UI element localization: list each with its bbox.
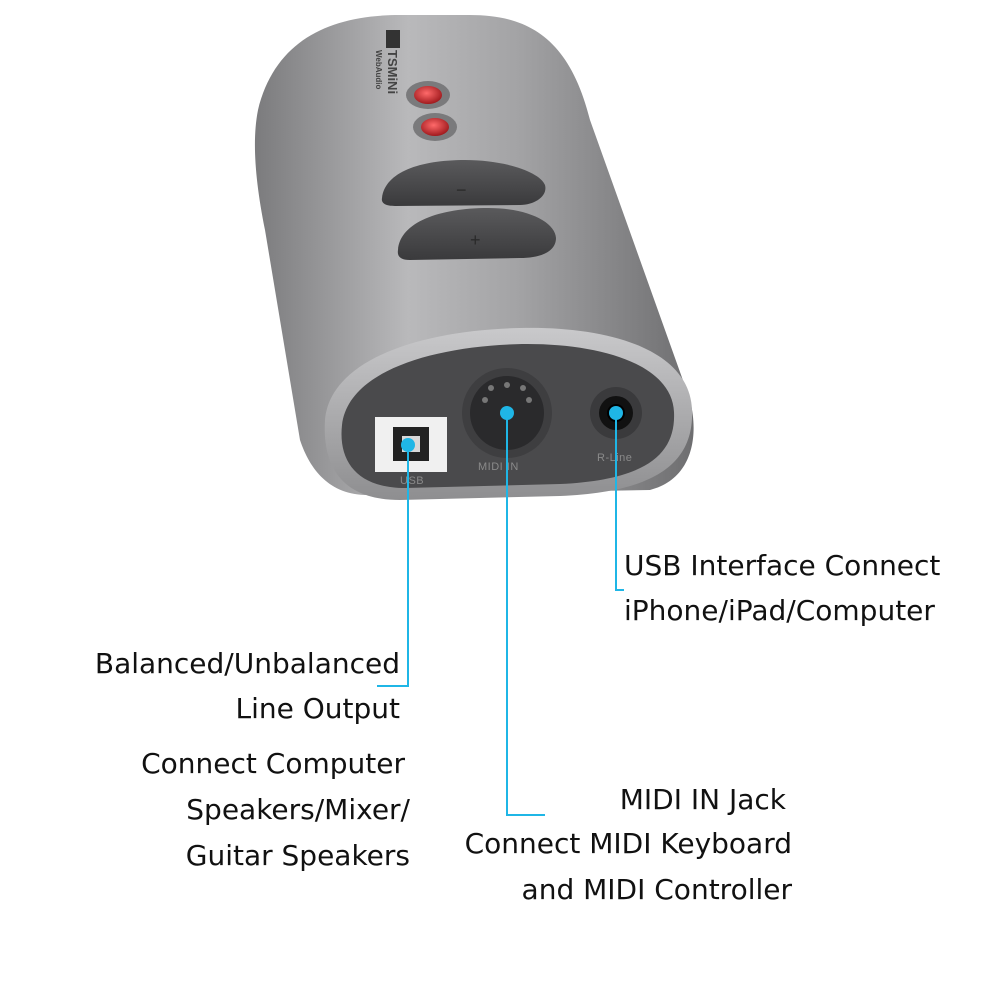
callout-line-output-line1: Balanced/Unbalanced <box>94 647 400 680</box>
leader-dot-usb <box>401 438 415 452</box>
indicator-led-top <box>414 86 442 104</box>
minus-label: − <box>456 180 467 200</box>
volume-plus-button[interactable] <box>397 208 556 260</box>
svg-text:WebAudio: WebAudio <box>374 50 383 90</box>
callout-midi-in-line2: Connect MIDI Keyboard <box>464 827 792 860</box>
midi-port-label: MIDI IN <box>478 461 519 473</box>
midi-pin <box>526 397 532 403</box>
midi-pin <box>504 382 510 388</box>
svg-text:TSMiNi: TSMiNi <box>385 50 400 94</box>
usb-port-label: USB <box>400 475 424 487</box>
callout-line-output-line3: Connect Computer <box>141 747 405 780</box>
callout-line-output-line4: Speakers/Mixer/ <box>186 793 410 826</box>
midi-pin <box>520 385 526 391</box>
callout-line-output-line2: Line Output <box>235 692 400 725</box>
leader-line-midi <box>506 413 545 816</box>
callout-midi-in-line3: and MIDI Controller <box>521 873 792 906</box>
callout-usb-interface-line1: USB Interface Connect <box>624 549 941 582</box>
midi-pin <box>488 385 494 391</box>
indicator-led-bottom <box>421 118 449 136</box>
plus-label: + <box>470 230 481 250</box>
rline-jack-label: R-Line <box>597 452 632 464</box>
leader-line-usb <box>377 445 409 687</box>
volume-minus-button[interactable] <box>381 160 546 206</box>
leader-dot-midi <box>500 406 514 420</box>
leader-lines <box>377 413 624 816</box>
leader-line-rline <box>615 413 624 591</box>
callout-usb-interface-line2: iPhone/iPad/Computer <box>624 594 935 627</box>
leader-dot-rline <box>609 406 623 420</box>
midi-pin <box>482 397 488 403</box>
callout-line-output-line5: Guitar Speakers <box>185 839 410 872</box>
callout-midi-in-line1: MIDI IN Jack <box>619 783 786 816</box>
brand-logo: TSMiNi WebAudio <box>374 30 400 94</box>
